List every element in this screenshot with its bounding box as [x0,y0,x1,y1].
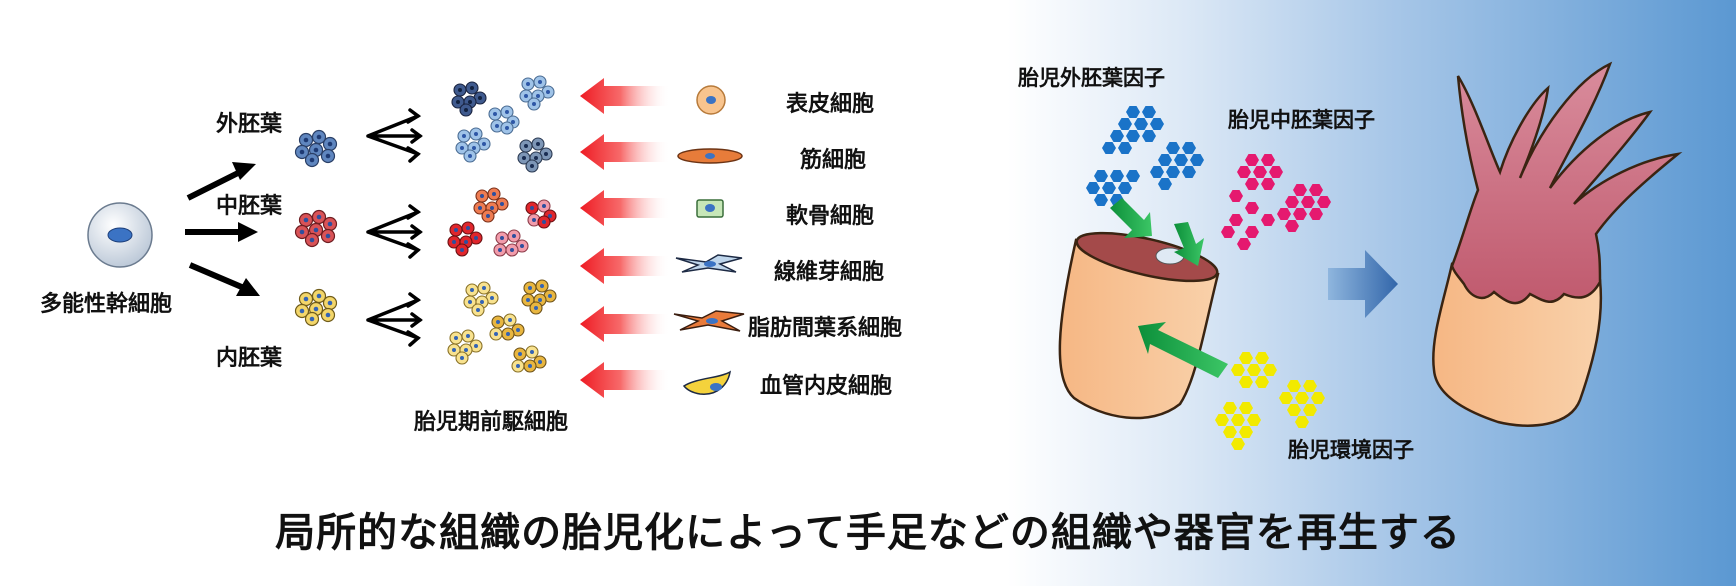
cell-type-label-adipose: 脂肪間葉系細胞 [748,316,903,341]
amputated-limb-stump [1058,231,1220,420]
stem-cell-icon [87,202,153,268]
ectoderm-factor-label: 胎児外胚葉因子 [1018,66,1165,90]
cell-type-label-fibroblast: 線維芽細胞 [774,260,885,285]
cell-type-label-epidermal: 表皮細胞 [786,92,875,117]
endothelial-cell-icon [682,370,732,395]
mesoderm-factor-label: 胎児中胚葉因子 [1228,108,1375,132]
endoderm-label: 内胚葉 [216,346,283,371]
cell-type-label-muscle: 筋細胞 [800,148,867,173]
stem-cell-label: 多能性幹細胞 [40,292,173,317]
endoderm-cluster-icon [294,288,338,327]
environment-factor-label: 胎児環境因子 [1288,438,1414,462]
differentiation-arrows [185,162,260,296]
mesoderm-label: 中胚葉 [216,194,283,219]
progenitor-mesoderm-clusters [447,187,557,257]
fibroblast-icon [675,254,743,273]
progenitor-label: 胎児期前駆細胞 [414,410,569,435]
muscle-cell-icon [677,148,743,164]
mesoderm-factor-hexagons [1221,153,1331,251]
progenitor-ectoderm-clusters [451,75,555,173]
epidermal-cell-icon [696,85,726,115]
regenerated-limb-hand [1432,61,1683,427]
cell-type-label-chondrocyte: 軟骨細胞 [786,204,875,229]
transition-arrow [1328,250,1398,318]
adipose-mesenchymal-cell-icon [673,310,745,332]
chondrocyte-icon [696,199,724,218]
ectoderm-cluster-icon [294,129,338,168]
cell-type-label-endothelial: 血管内皮細胞 [760,374,893,399]
green-arrows [1110,198,1228,378]
fan-arrows [366,108,423,347]
progenitor-endoderm-clusters [447,279,557,373]
red-arrows [580,78,670,398]
page-title: 局所的な組織の胎児化によって手足などの組織や器官を再生する [275,510,1461,556]
mesoderm-cluster-icon [294,209,338,248]
ectoderm-label: 外胚葉 [216,112,283,137]
ectoderm-factor-hexagons [1086,105,1204,207]
